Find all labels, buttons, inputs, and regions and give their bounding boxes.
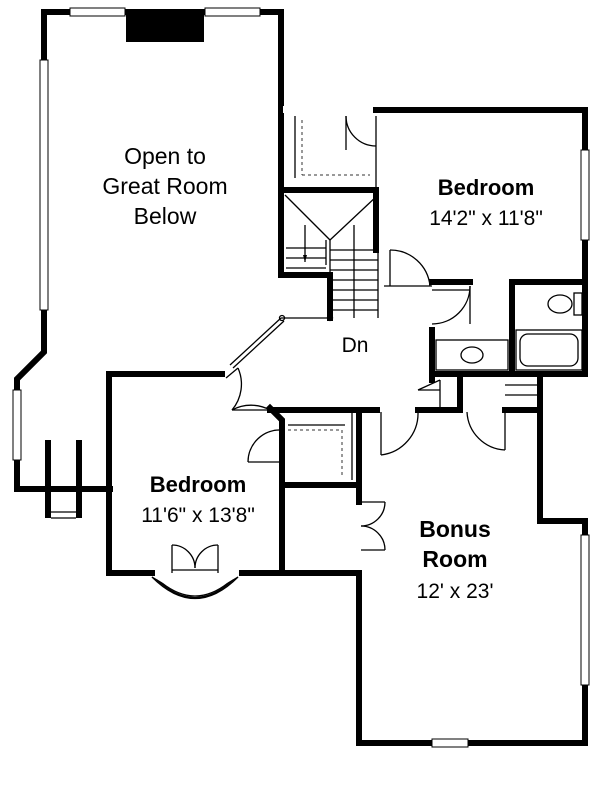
label-bedroom-upper: Bedroom 14'2" x 11'8" bbox=[429, 175, 543, 230]
window-top-left bbox=[69, 7, 126, 17]
stairs-down-label: Dn bbox=[342, 334, 369, 357]
toilet-tank bbox=[573, 292, 583, 316]
upper-closet bbox=[278, 106, 379, 193]
label-bedroom-lower: Bedroom 11'6" x 13'8" bbox=[141, 472, 255, 527]
window-bonus-right bbox=[580, 534, 590, 686]
label-open-to-great-room: Open to Great Room Below bbox=[102, 143, 227, 229]
label-open-line1: Open to bbox=[124, 143, 206, 169]
window-top-right bbox=[204, 7, 261, 17]
bathtub bbox=[515, 329, 583, 371]
fireplace-chimney bbox=[126, 12, 204, 42]
balcony-posts bbox=[45, 440, 82, 519]
bonus-room-line1: Bonus bbox=[419, 516, 491, 542]
bedroom-lower-name: Bedroom bbox=[150, 472, 247, 497]
bonus-room-size: 12' x 23' bbox=[417, 580, 494, 603]
door-bedroom-lower bbox=[225, 367, 271, 411]
door-bedroom-upper bbox=[373, 187, 432, 287]
lower-closet bbox=[247, 403, 353, 480]
bay-window bbox=[151, 544, 239, 599]
linen-closet bbox=[417, 379, 540, 410]
label-bonus-room: Bonus Room 12' x 23' bbox=[417, 516, 494, 603]
vanity bbox=[435, 339, 509, 371]
toilet-icon bbox=[547, 294, 573, 314]
bedroom-upper-size: 14'2" x 11'8" bbox=[429, 207, 543, 230]
window-left-2 bbox=[39, 59, 49, 311]
staircase bbox=[229, 187, 379, 369]
bathroom bbox=[429, 279, 583, 377]
door-bonus-left bbox=[380, 411, 419, 456]
window-bonus-bottom bbox=[431, 738, 469, 748]
windows bbox=[12, 7, 590, 748]
label-open-line2: Great Room bbox=[102, 173, 227, 199]
door-bonus-right bbox=[466, 411, 506, 451]
door-bonus-double bbox=[360, 501, 386, 551]
label-open-line3: Below bbox=[134, 203, 197, 229]
window-bedroom-right bbox=[580, 149, 590, 241]
bonus-room-line2: Room bbox=[422, 546, 487, 572]
exterior-walls bbox=[14, 9, 588, 746]
stair-treads bbox=[286, 247, 378, 311]
bedroom-upper-name: Bedroom bbox=[438, 175, 535, 200]
sink-icon bbox=[460, 346, 484, 364]
window-left-1 bbox=[12, 389, 22, 461]
bedroom-lower-size: 11'6" x 13'8" bbox=[141, 504, 255, 527]
